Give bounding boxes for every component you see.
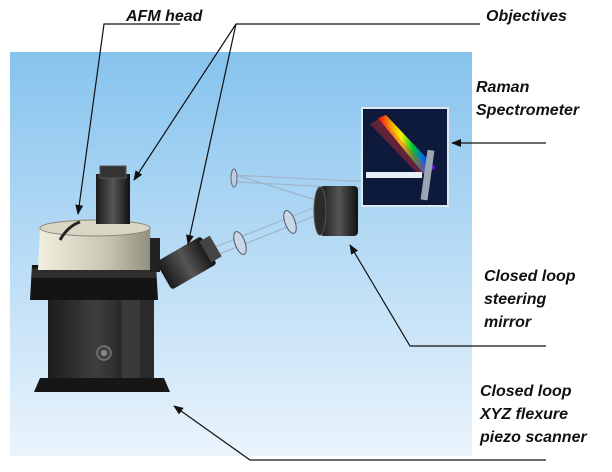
label-raman-line-1: Raman [476,79,530,96]
label-scanner-line-3: piezo scanner [480,429,587,446]
leader-arrows [75,23,546,461]
label-steering-line-1: Closed loop [484,268,576,285]
beam-paths [199,174,373,261]
raman-spectrometer [361,107,449,207]
label-raman-spectrometer: Raman Spectrometer [476,76,579,122]
arrow-scanner [173,405,546,461]
label-objectives: Objectives [486,8,567,25]
label-scanner-line-2: XYZ flexure [480,406,569,423]
label-raman-line-2: Spectrometer [476,102,580,119]
label-scanner-line-1: Closed loop [480,383,572,400]
label-steering-line-3: mirror [484,314,532,331]
lens-upper [230,168,238,188]
angled-objective [156,235,222,289]
arrow-afm-head [75,23,180,215]
label-steering-line-2: steering [484,291,547,308]
lens-middle-2 [283,210,297,234]
beam-lenses [230,168,297,255]
label-afm-head: AFM head [126,8,203,25]
vertical-objective [96,165,130,224]
label-steering-mirror: Closed loop steering mirror [484,265,576,334]
collar [30,265,158,300]
afm-head [38,219,160,272]
steering-mirror [313,186,358,236]
arrow-steering [349,244,546,347]
arrow-objectives-side [186,23,237,245]
scanner-base [34,292,170,392]
lens-middle-1 [233,231,247,255]
label-xyz-scanner: Closed loop XYZ flexure piezo scanner [480,380,587,449]
